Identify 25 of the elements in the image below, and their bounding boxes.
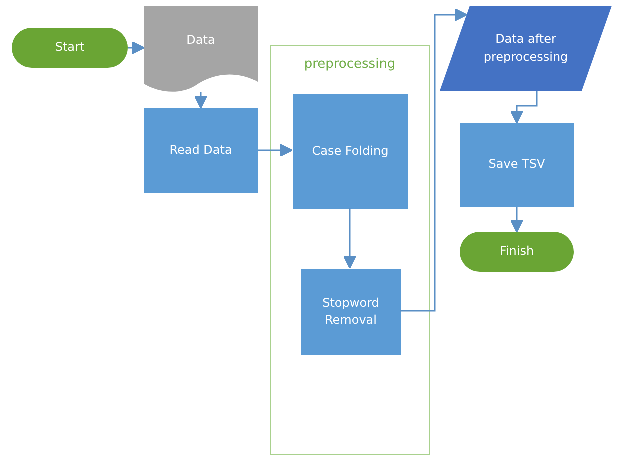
process-box	[301, 269, 401, 355]
node-label: Save TSV	[488, 156, 546, 174]
arrow	[194, 92, 208, 109]
node-label: Read Data	[170, 142, 232, 159]
group-container	[270, 45, 430, 455]
process-box	[293, 94, 408, 209]
node-label: Start	[55, 39, 85, 56]
arrow	[400, 8, 468, 312]
end-terminal	[460, 232, 574, 272]
data-parallelogram	[440, 6, 612, 91]
arrow	[510, 207, 524, 233]
process-box	[144, 108, 258, 193]
node-label: Data after preprocessing	[482, 31, 570, 66]
arrow	[343, 208, 357, 269]
arrow	[510, 91, 538, 124]
node-label: Case Folding	[312, 142, 389, 160]
node-label: Stopword Removal	[322, 294, 380, 329]
node-label: Finish	[500, 243, 534, 260]
process-box	[460, 123, 574, 207]
node-label: Data	[186, 32, 216, 49]
group-heading: preprocessing	[304, 56, 396, 74]
document-shape	[144, 6, 258, 92]
start-terminal	[12, 28, 128, 68]
arrow	[128, 41, 145, 55]
arrow	[258, 144, 293, 158]
